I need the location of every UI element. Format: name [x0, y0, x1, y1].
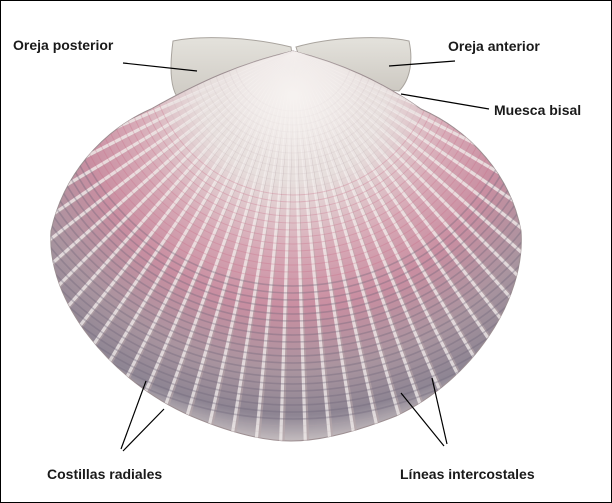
label-byssal-notch: Muesca bisal	[494, 102, 581, 118]
label-intercostal-lines: Líneas intercostales	[400, 466, 535, 482]
leader-radial-rib-2	[123, 409, 164, 451]
leader-radial-rib-1	[121, 381, 146, 449]
label-posterior-ear: Oreja posterior	[13, 37, 113, 53]
label-radial-ribs: Costillas radiales	[47, 466, 162, 482]
label-anterior-ear: Oreja anterior	[448, 38, 540, 54]
